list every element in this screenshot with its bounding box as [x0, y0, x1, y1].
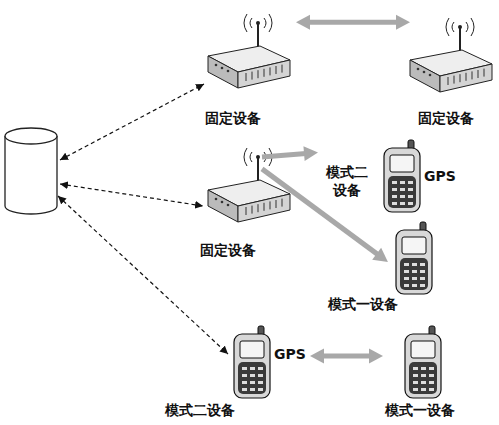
arrow-head	[396, 15, 410, 30]
device-label: 模式二设备	[165, 402, 235, 420]
device-label: 固定设备	[418, 110, 474, 128]
fixed-device-icon	[410, 18, 492, 92]
device-label: 固定设备	[200, 242, 256, 260]
device-label: 模式二 设备	[322, 164, 371, 199]
arrow-head	[372, 248, 388, 262]
wireless-link-arrow	[310, 349, 383, 364]
device-label: 模式一设备	[385, 402, 455, 420]
device-node: 模式二设备 GPS	[162, 324, 310, 422]
arrow-shaft	[262, 153, 306, 157]
mobile-device-icon	[234, 326, 270, 398]
device-label: 固定设备	[205, 110, 261, 128]
wireless-link-arrow	[262, 146, 318, 161]
fixed-device-icon	[208, 14, 290, 88]
arrow-shaft	[262, 169, 378, 255]
arrow-head	[369, 349, 383, 364]
dashed-link	[60, 84, 204, 160]
dashed-link	[60, 184, 203, 206]
device-node: 固定设备	[198, 142, 262, 262]
device-node: 模式二 设备 GPS	[318, 128, 458, 214]
device-label: 模式一设备	[328, 296, 398, 314]
arrow-head	[303, 146, 318, 161]
arrow-head	[296, 15, 310, 30]
gps-label: GPS	[274, 346, 306, 364]
mobile-device-icon	[405, 326, 441, 398]
gps-label: GPS	[424, 168, 456, 186]
device-node: 模式一设备	[326, 262, 437, 316]
arrow-shaft	[322, 354, 371, 359]
arrow-shaft	[308, 20, 398, 25]
database-cylinder	[5, 128, 57, 214]
wireless-link-arrow	[296, 15, 410, 30]
device-node: 模式一设备	[383, 324, 461, 422]
device-node: 固定设备	[410, 8, 497, 130]
mobile-device-icon	[384, 140, 420, 212]
fixed-device-icon	[208, 148, 290, 222]
wireless-link-arrow	[262, 169, 388, 262]
dashed-link	[58, 196, 228, 354]
mobile-device-icon	[396, 222, 432, 294]
device-node: 固定设备	[202, 8, 296, 130]
arrow-head	[310, 349, 324, 364]
